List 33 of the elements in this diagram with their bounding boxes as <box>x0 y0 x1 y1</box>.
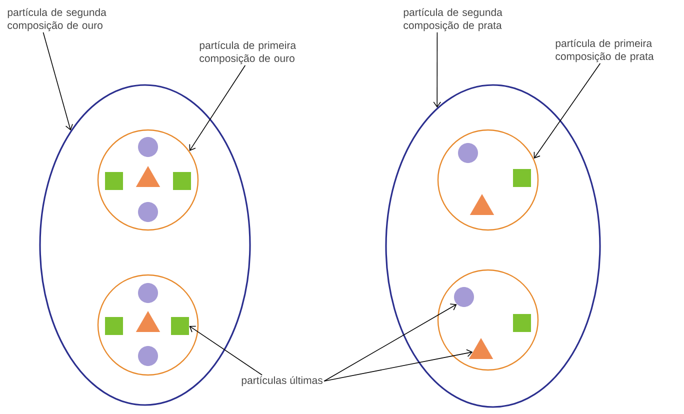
particle-square <box>173 172 191 190</box>
particle-dot <box>138 202 158 222</box>
label-text: partícula de segunda composição de prata <box>404 8 502 32</box>
leader-arrow <box>189 326 262 376</box>
particle-square <box>171 317 189 335</box>
circle-outline <box>97 129 199 231</box>
ellipse-outline <box>385 84 601 408</box>
leader-arrow <box>324 304 457 382</box>
particle-dot <box>458 143 478 163</box>
leader-arrow <box>189 64 246 151</box>
particle-dot <box>138 283 158 303</box>
particle-square <box>105 172 123 190</box>
leader-arrow <box>433 32 442 108</box>
particle-triangle <box>136 311 160 332</box>
particle-square <box>105 317 123 335</box>
particle-dot <box>138 346 158 366</box>
particle-triangle <box>468 338 494 359</box>
particle-square <box>513 169 531 187</box>
particle-dot <box>454 287 474 307</box>
particle-triangle <box>136 166 160 187</box>
leader-arrow <box>324 349 473 382</box>
label-text: partícula de primeira composição de prata <box>556 39 654 62</box>
particle-triangle <box>470 194 494 215</box>
label-text: partícula de segunda composição de ouro <box>8 8 106 32</box>
particle-dot <box>138 137 158 157</box>
leader-arrow <box>534 62 601 159</box>
label-text: partículas últimas <box>242 376 322 386</box>
circle-outline <box>97 274 199 376</box>
circle-outline <box>437 129 539 231</box>
leader-arrow <box>42 32 73 131</box>
label-text: partícula de primeira composição de ouro <box>200 41 296 64</box>
circle-outline <box>437 269 539 371</box>
particle-square <box>513 314 531 332</box>
